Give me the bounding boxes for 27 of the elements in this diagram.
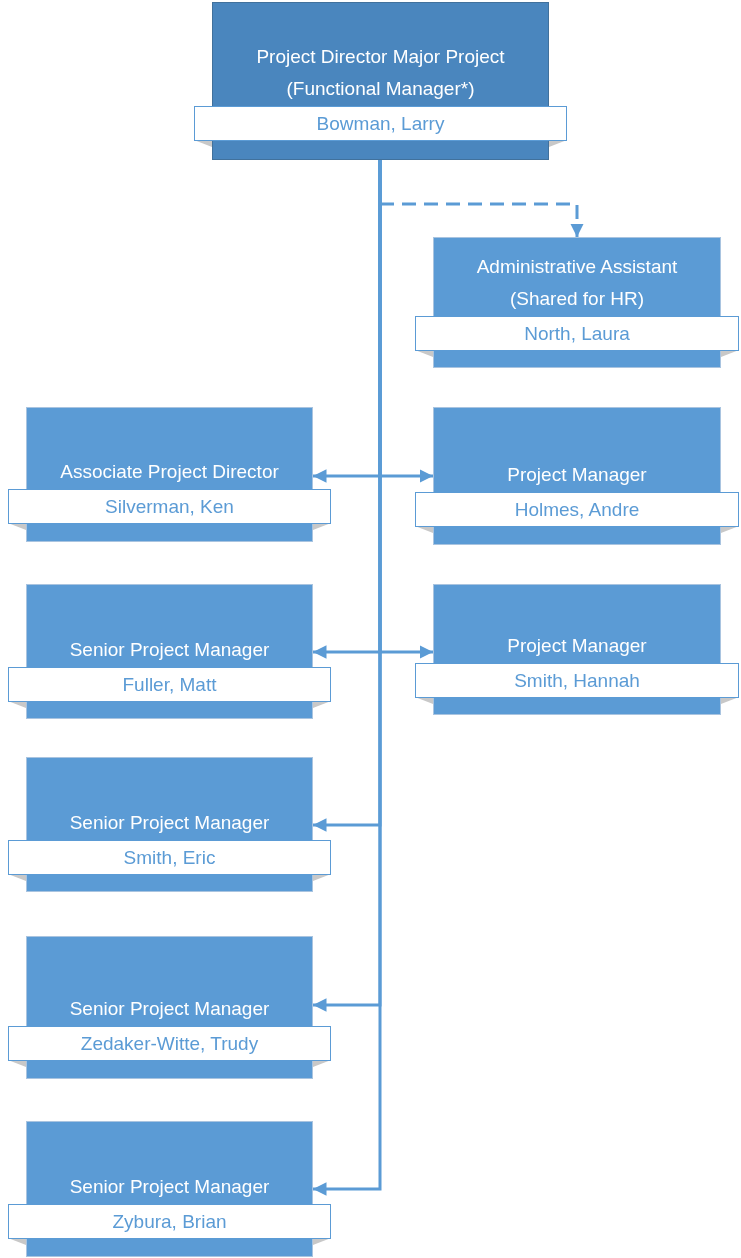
job-title: Project Manager xyxy=(506,634,648,658)
position-box xyxy=(8,936,331,1079)
name-banner: North, Laura xyxy=(415,316,739,351)
job-title: Senior Project Manager xyxy=(68,1175,271,1199)
position-box xyxy=(415,407,739,545)
job-title: Project Manager xyxy=(506,463,648,487)
job-title: Senior Project Manager xyxy=(68,811,271,835)
position-box xyxy=(194,2,567,160)
position-box xyxy=(415,584,739,715)
job-title: Senior Project Manager xyxy=(68,997,271,1021)
position-box xyxy=(8,757,331,892)
position-box xyxy=(8,584,331,719)
name-banner: Bowman, Larry xyxy=(194,106,567,141)
position-box xyxy=(415,237,739,368)
job-title: Project Director Major Project (Functional Manager*) xyxy=(255,45,506,101)
name-banner: Zybura, Brian xyxy=(8,1204,331,1239)
position-box xyxy=(8,1121,331,1257)
job-title: Senior Project Manager xyxy=(68,638,271,662)
name-banner: Smith, Eric xyxy=(8,840,331,875)
job-title: Administrative Assistant (Shared for HR) xyxy=(475,255,679,311)
name-banner: Silverman, Ken xyxy=(8,489,331,524)
name-banner: Fuller, Matt xyxy=(8,667,331,702)
name-banner: Zedaker-Witte, Trudy xyxy=(8,1026,331,1061)
name-banner: Holmes, Andre xyxy=(415,492,739,527)
name-banner: Smith, Hannah xyxy=(415,663,739,698)
job-title: Associate Project Director xyxy=(59,460,280,484)
position-box xyxy=(8,407,331,542)
